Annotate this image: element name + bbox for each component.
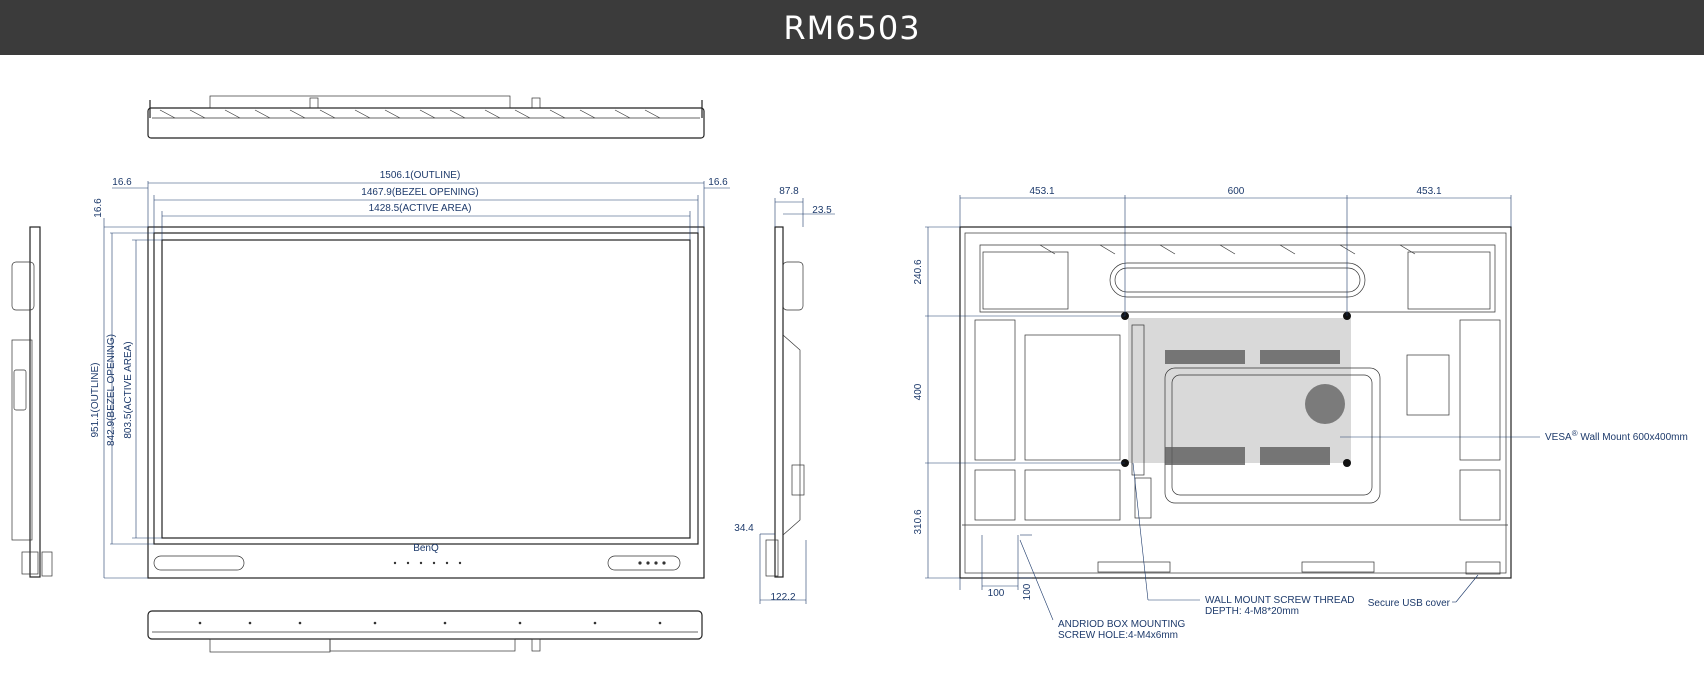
rear-top-height-label: 240.6 [913, 259, 924, 284]
active-width-label: 1428.5(ACTIVE AREA) [369, 203, 472, 214]
page-title: RM6503 [783, 8, 921, 47]
rear-right-width-label: 453.1 [1416, 186, 1441, 197]
rear-mid-width-label: 600 [1228, 186, 1245, 197]
left-bezel-label: 16.6 [112, 177, 132, 188]
rear-bottom-height-label: 310.6 [913, 509, 924, 534]
active-height-label: 803.5(ACTIVE AREA) [123, 341, 134, 438]
bezel-width-label: 1467.9(BEZEL OPENING) [361, 187, 478, 198]
front-view: BenQ [147, 226, 705, 579]
rear-callouts: VESA® Wall Mount 600x400mm WALL MOUNT SC… [1019, 429, 1688, 641]
left-side-view [11, 226, 53, 578]
top-view [147, 95, 705, 139]
rear-dimensions: 453.1 600 453.1 240.6 400 310.6 100 100 [913, 186, 1512, 600]
title-bar: RM6503 [0, 0, 1704, 55]
rear-mid-height-label: 400 [913, 383, 924, 400]
top-bezel-label: 16.6 [93, 198, 104, 218]
screw-thread-line1: WALL MOUNT SCREW THREAD [1205, 595, 1354, 606]
bezel-height-label: 842.9(BEZEL OPENING) [106, 334, 117, 446]
android-box-width-label: 100 [988, 588, 1005, 599]
vesa-callout: VESA® Wall Mount 600x400mm [1545, 429, 1688, 443]
screw-thread-line2: DEPTH: 4-M8*20mm [1205, 606, 1299, 617]
side-depth-base-label: 122.2 [770, 592, 795, 603]
android-mount-line1: ANDRIOD BOX MOUNTING [1058, 619, 1185, 630]
rear-left-width-label: 453.1 [1029, 186, 1054, 197]
rear-view [959, 226, 1512, 579]
side-depth-top-label: 87.8 [779, 186, 799, 197]
side-depth-inner-label: 23.5 [812, 205, 832, 216]
front-dimensions: 1506.1(OUTLINE) 1467.9(BEZEL OPENING) 14… [90, 170, 730, 579]
side-depth-bottom-label: 34.4 [734, 523, 754, 534]
right-side-view: 87.8 23.5 34.4 122.2 [734, 186, 835, 604]
android-box-height-label: 100 [1022, 583, 1033, 600]
outline-height-label: 951.1(OUTLINE) [90, 362, 101, 437]
brand-logo: BenQ [413, 543, 439, 554]
android-mount-line2: SCREW HOLE:4-M4x6mm [1058, 630, 1178, 641]
right-bezel-label: 16.6 [708, 177, 728, 188]
bottom-view [147, 610, 703, 653]
usb-cover-callout: Secure USB cover [1368, 598, 1451, 609]
outline-width-label: 1506.1(OUTLINE) [380, 170, 461, 181]
